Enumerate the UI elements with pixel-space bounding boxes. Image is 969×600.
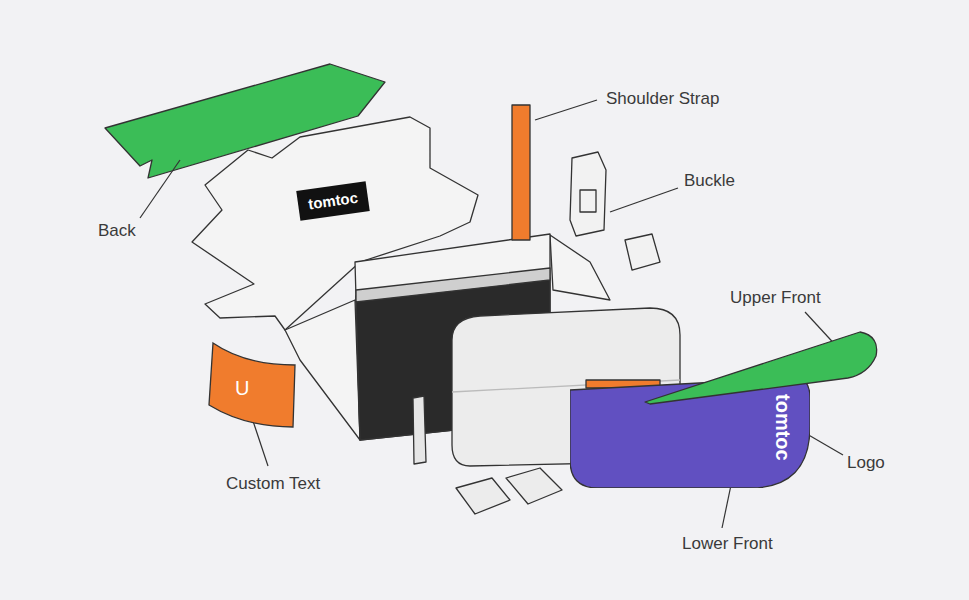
- custom-text-strip: U: [205, 335, 300, 430]
- part-label: Back: [98, 221, 136, 241]
- lower-front-panel: tomtoc: [570, 376, 810, 488]
- part-label: Custom Text: [226, 474, 320, 494]
- part-label: Buckle: [684, 171, 735, 191]
- panel-shape: [205, 335, 300, 430]
- part-label: Shoulder Strap: [606, 89, 719, 109]
- part-label: Logo: [847, 453, 885, 473]
- brand-text: tomtoc: [307, 189, 359, 213]
- brand-text: tomtoc: [771, 394, 794, 461]
- part-label: Upper Front: [730, 288, 821, 308]
- part-label: Lower Front: [682, 534, 773, 554]
- brand-text: U: [235, 377, 249, 400]
